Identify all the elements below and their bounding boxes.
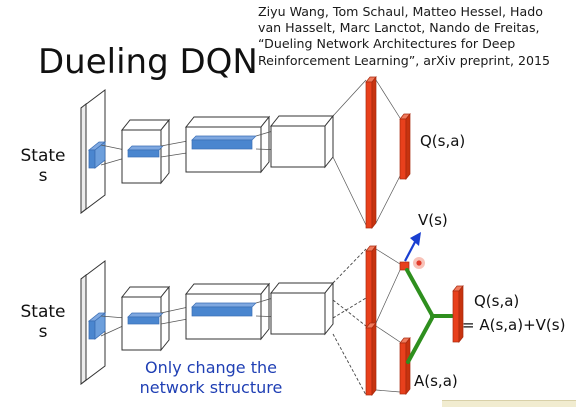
- bottom-conv-box-2: [184, 282, 271, 341]
- top-output-bar: [399, 113, 411, 180]
- top-state-symbol: s: [38, 166, 48, 186]
- advantage-output-bar: [399, 337, 411, 395]
- combine-connector: [405, 268, 454, 364]
- bottom-state-label: State s: [18, 302, 68, 342]
- top-conv-bar-1: [127, 145, 164, 158]
- value-node: [399, 261, 410, 271]
- bottom-conv-bar-1: [127, 312, 164, 325]
- slide-title: Dueling DQN: [38, 42, 258, 82]
- value-stream-bar: [365, 245, 377, 329]
- value-label: V(s): [418, 211, 448, 229]
- top-input-patch: [87, 141, 107, 169]
- structure-note: Only change the network structure: [126, 358, 296, 398]
- advantage-label: A(s,a): [414, 372, 458, 390]
- value-arrow: [404, 232, 421, 262]
- note-line-2: network structure: [139, 378, 283, 397]
- top-state-word: State: [20, 146, 66, 166]
- corner-strip: [442, 400, 576, 407]
- bottom-connectors-stream: [375, 248, 401, 393]
- note-line-1: Only change the: [145, 358, 277, 377]
- bottom-dashed-connectors: [332, 248, 367, 396]
- top-network: [80, 76, 411, 229]
- bottom-input-patch: [87, 312, 107, 340]
- top-fc-bar: [365, 76, 377, 229]
- bottom-connectors-1: [100, 315, 126, 337]
- top-conv-bar-2: [191, 135, 257, 150]
- bottom-state-word: State: [20, 302, 66, 322]
- top-q-label: Q(s,a): [420, 132, 466, 150]
- top-connectors-5: [375, 79, 401, 224]
- top-connectors-1: [100, 144, 126, 166]
- pointer-highlight: [413, 257, 425, 269]
- top-state-label: State s: [18, 146, 68, 186]
- bottom-output-bar: [452, 285, 464, 343]
- bottom-network: [80, 232, 464, 396]
- bottom-state-symbol: s: [38, 322, 48, 342]
- bottom-q-label: Q(s,a): [474, 292, 520, 310]
- bottom-conv-box-3: [269, 281, 335, 336]
- advantage-stream-bar: [365, 322, 377, 396]
- bottom-conv-bar-2: [191, 302, 257, 317]
- top-conv-box-3: [269, 114, 335, 169]
- top-connectors-4: [332, 79, 367, 226]
- q-formula-label: = A(s,a)+V(s): [462, 316, 566, 334]
- citation: Ziyu Wang, Tom Schaul, Matteo Hessel, Ha…: [258, 4, 551, 68]
